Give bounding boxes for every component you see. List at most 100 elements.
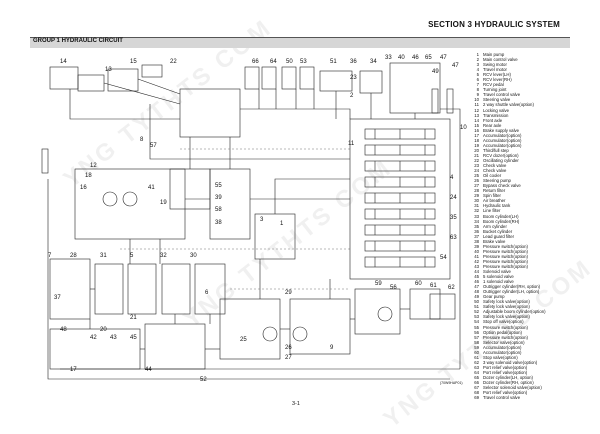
legend-label: Stop off valve(option) (483, 319, 524, 325)
cylinder-symbol (446, 88, 454, 114)
legend-label: Solenoid valve (483, 269, 511, 275)
legend-item: 53 Safety lock valve(option) (466, 314, 576, 319)
component-outline (354, 288, 401, 335)
component-outline (254, 213, 296, 260)
figure-code: (70W9HAP01) (440, 381, 463, 385)
legend-label: Gear pump (483, 294, 505, 300)
component-outline (94, 263, 124, 315)
legend-number: 39 (474, 243, 479, 249)
component-outline (74, 168, 186, 240)
legend-number: 68 (474, 390, 479, 396)
legend-label: Dozer cylinder(LH, option) (483, 375, 533, 380)
legend-item: 54 Stop off valve(option) (466, 319, 576, 324)
legend-number: 60 (474, 349, 479, 355)
legend-label: RCV dozer(option) (483, 152, 519, 158)
callout-number: 14 (60, 59, 67, 65)
callout-number: 48 (60, 327, 67, 333)
callout-number: 44 (145, 367, 152, 373)
legend-number: 44 (474, 269, 479, 275)
legend-number: 37 (474, 233, 479, 239)
legend-label: Oil cooler (483, 173, 502, 179)
legend-label: Safety lock valve(option) (483, 314, 530, 320)
callout-number: 5 (130, 253, 134, 259)
callout-number: 29 (285, 290, 292, 296)
legend-label: RCV lever(RH) (483, 77, 512, 83)
component-outline (49, 258, 91, 320)
legend-number: 43 (474, 263, 479, 269)
legend-number: 67 (474, 385, 479, 391)
callout-number: 13 (105, 67, 112, 73)
legend-label: Travel control valve (483, 395, 521, 401)
legend-number: 54 (474, 319, 479, 325)
callout-number: 52 (200, 377, 207, 383)
callout-number: 30 (190, 253, 197, 259)
callout-number: 6 (205, 290, 209, 296)
legend-label: Port relief valve(option) (483, 390, 528, 396)
legend-label: Return filter (483, 188, 506, 194)
component-outline (349, 118, 451, 280)
pump-symbol (292, 326, 308, 342)
legend-number: 15 (474, 122, 479, 128)
legend-number: 7 (476, 82, 479, 88)
legend-number: 63 (474, 364, 479, 370)
callout-number: 22 (170, 59, 177, 65)
legend-label: Pressure switch(option) (483, 263, 528, 269)
callout-number: 41 (148, 185, 155, 191)
callout-number: 26 (285, 345, 292, 351)
legend-number: 22 (474, 157, 479, 163)
component-outline (409, 288, 441, 320)
callout-number: 34 (370, 59, 377, 65)
legend-number: 18 (474, 137, 479, 143)
legend-number: 17 (474, 132, 479, 138)
legend-label: Locking valve (483, 107, 510, 113)
legend-number: 20 (474, 147, 479, 153)
legend-number: 14 (474, 117, 479, 123)
callout-number: 24 (450, 195, 457, 201)
hydraulic-line (47, 179, 450, 380)
legend-label: Boom cylinder(LH) (483, 213, 519, 219)
legend-number: 53 (474, 314, 479, 320)
callout-number: 54 (440, 255, 447, 261)
legend-number: 38 (474, 238, 479, 244)
legend-label: Air breather (483, 198, 506, 204)
component-outline (261, 66, 277, 90)
component-outline (49, 328, 141, 370)
callout-number: 23 (350, 75, 357, 81)
callout-number: 18 (85, 173, 92, 179)
legend-number: 51 (474, 304, 479, 310)
callout-number: 40 (398, 55, 405, 61)
legend-number: 9 (476, 92, 479, 98)
legend-number: 56 (474, 329, 479, 335)
callout-number: 47 (452, 63, 459, 69)
callout-number: 64 (270, 59, 277, 65)
legend-label: 1 solenoid valve (483, 279, 514, 285)
legend-label: Spin filter (483, 193, 501, 199)
pump-symbol (122, 191, 138, 207)
legend-label: Accumulator(option) (483, 344, 522, 350)
legend-number: 19 (474, 142, 479, 148)
legend-label: Boom cylinder(RH) (483, 218, 520, 224)
component-outline (209, 168, 251, 240)
